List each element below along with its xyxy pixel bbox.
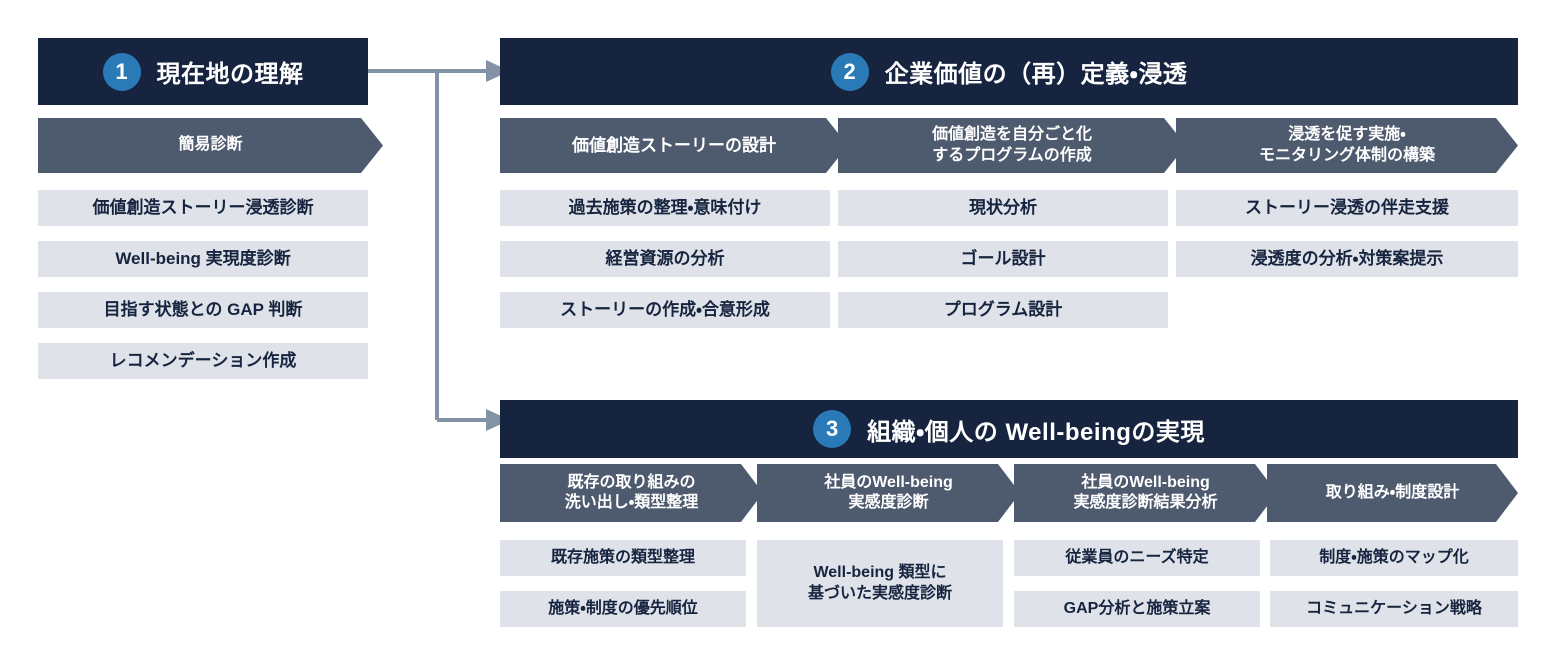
section-1-col-1-chevron[interactable]: 簡易診断 (38, 118, 383, 173)
section-3-col-1-chevron-line-1: 既存の取り組みの (567, 473, 696, 491)
section-3-col-2-chevron-line-1: 社員のWell-being (824, 473, 953, 491)
section-3-col-2-item-1-line-2: 基づいた実感度診断 (807, 584, 952, 602)
section-2-col-3-item-2[interactable]: 浸透度の分析・対策案提示 (1176, 241, 1518, 277)
section-3-col-1-chevron[interactable]: 既存の取り組みの 洗い出し・類型整理 (500, 464, 763, 522)
section-2-header: 2 企業価値の（再）定義・浸透 (500, 38, 1518, 105)
section-2-col-2-chevron-line-1: 価値創造を自分ごと化 (931, 126, 1092, 144)
section-1-col-1-item-4[interactable]: レコメンデーション作成 (38, 343, 368, 379)
section-2-col-2-chevron-line-2: するプログラムの作成 (932, 146, 1092, 164)
section-1-col-1-item-3[interactable]: 目指す状態との GAP 判断 (38, 292, 368, 328)
section-1-col-1-item-1[interactable]: 価値創造ストーリー浸透診断 (38, 190, 368, 226)
section-3-col-3-chevron[interactable]: 社員のWell-being 実感度診断結果分析 (1014, 464, 1277, 522)
section-1-title: 現在地の理解 (156, 61, 304, 88)
section-3-col-3-item-1[interactable]: 従業員のニーズ特定 (1014, 540, 1260, 576)
section-3-badge: 3 (813, 410, 852, 448)
section-2-col-1-item-3[interactable]: ストーリーの作成・合意形成 (500, 292, 830, 328)
section-1-badge: 1 (102, 52, 141, 91)
section-3-col-4-chevron[interactable]: 取り組み・制度設計 (1267, 464, 1518, 522)
section-3-col-1-item-1[interactable]: 既存施策の類型整理 (500, 540, 746, 576)
section-2-col-1-item-1[interactable]: 過去施策の整理・意味付け (500, 190, 830, 226)
section-3-col-3-chevron-line-1: 社員のWell-being (1081, 473, 1210, 491)
section-2-col-3-chevron-line-1: 浸透を促す実施・ (1288, 126, 1406, 144)
section-2-col-1-chevron[interactable]: 価値創造ストーリーの設計 (500, 118, 848, 173)
section-1-header: 1 現在地の理解 (38, 38, 368, 105)
section-2-badge: 2 (830, 52, 869, 91)
section-1-col-1-item-2[interactable]: Well-being 実現度診断 (38, 241, 368, 277)
section-2-col-2-item-1[interactable]: 現状分析 (838, 190, 1168, 226)
section-3-col-3-chevron-line-2: 実感度診断結果分析 (1073, 494, 1218, 511)
section-2-col-2-item-2[interactable]: ゴール設計 (838, 241, 1168, 277)
section-3-col-2-chevron[interactable]: 社員のWell-being 実感度診断 (757, 464, 1020, 522)
section-3-title: 組織・個人の Well-beingの実現 (867, 418, 1205, 446)
section-3-col-4-item-2[interactable]: コミュニケーション戦略 (1270, 591, 1518, 627)
section-3-col-4-item-1[interactable]: 制度・施策のマップ化 (1270, 540, 1518, 576)
section-3-col-1-item-2[interactable]: 施策・制度の優先順位 (500, 591, 746, 627)
section-2-col-3-chevron[interactable]: 浸透を促す実施・ モニタリング体制の構築 (1176, 118, 1518, 173)
section-3-col-2-chevron-line-2: 実感度診断 (848, 494, 929, 511)
section-2-col-1-item-2[interactable]: 経営資源の分析 (500, 241, 830, 277)
section-3-col-2-item-1-line-1: Well-being 類型に (813, 563, 947, 581)
section-2-title: 企業価値の（再）定義・浸透 (884, 61, 1188, 88)
section-3-col-1-chevron-line-2: 洗い出し・類型整理 (564, 494, 699, 511)
section-2-col-3-chevron-line-2: モニタリング体制の構築 (1258, 146, 1435, 164)
section-3-col-2-item-1[interactable]: Well-being 類型に 基づいた実感度診断 (757, 540, 1003, 627)
section-2-col-2-item-3[interactable]: プログラム設計 (838, 292, 1168, 328)
section-3-header: 3 組織・個人の Well-beingの実現 (500, 400, 1518, 458)
section-2-col-2-chevron[interactable]: 価値創造を自分ごと化 するプログラムの作成 (838, 118, 1186, 173)
section-2-col-3-item-1[interactable]: ストーリー浸透の伴走支援 (1176, 190, 1518, 226)
section-3-col-3-item-2[interactable]: GAP分析と施策立案 (1014, 591, 1260, 627)
